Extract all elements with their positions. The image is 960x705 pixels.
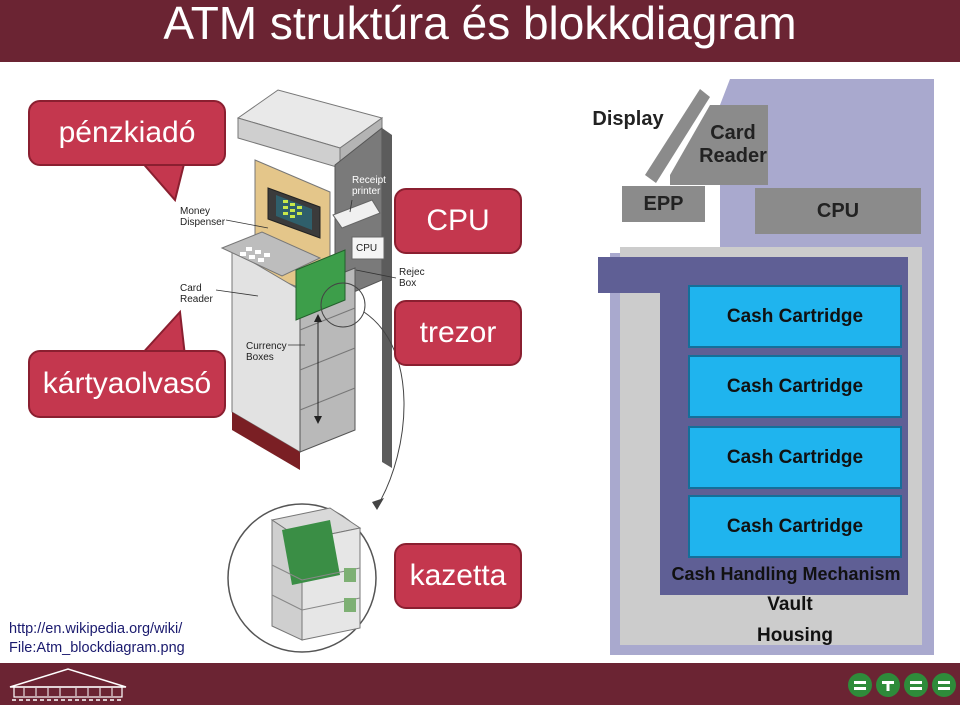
label-currency-boxes-line1: Currency	[246, 341, 287, 352]
callout-tails	[137, 159, 187, 357]
source-url[interactable]: http://en.wikipedia.org/wiki/ File:Atm_b…	[9, 620, 185, 658]
cash-cartridge-4: Cash Cartridge	[688, 495, 902, 558]
page-title: ATM struktúra és blokkdiagram	[163, 0, 797, 49]
atm-illustration	[215, 89, 405, 653]
callout-cpu: CPU	[394, 188, 522, 254]
callout-kartyaolvaso: kártyaolvasó	[28, 350, 226, 418]
block-display: Display	[592, 107, 664, 130]
department-logos	[848, 673, 956, 697]
cash-cartridge-3: Cash Cartridge	[688, 426, 902, 489]
source-url-line2: File:Atm_blockdiagram.png	[9, 640, 185, 656]
label-currency-boxes: Currency Boxes	[246, 341, 287, 363]
block-card-reader-line1: Card	[710, 122, 756, 144]
block-card-reader-line2: Reader	[699, 145, 767, 167]
title-bar	[0, 0, 960, 62]
block-card-reader: Card Reader	[695, 115, 771, 175]
label-receipt-printer-line1: Receipt	[352, 175, 386, 186]
label-money-dispenser: Money Dispenser	[180, 206, 225, 228]
label-card-reader: Card Reader	[180, 283, 213, 305]
label-currency-boxes-line2: Boxes	[246, 352, 274, 363]
footer-bar	[0, 663, 960, 705]
cash-cartridge-1: Cash Cartridge	[688, 285, 902, 348]
block-housing: Housing	[757, 625, 833, 646]
card-reader-block	[670, 105, 768, 185]
label-card-reader-line1: Card	[180, 283, 202, 294]
callout-trezor: trezor	[394, 300, 522, 366]
label-card-reader-line2: Reader	[180, 294, 213, 305]
label-money-dispenser-line2: Dispenser	[180, 217, 226, 228]
callout-penzkiado: pénzkiadó	[28, 100, 226, 166]
label-receipt-printer: Receipt printer	[352, 175, 386, 197]
block-cash-handling-mechanism: Cash Handling Mechanism	[671, 563, 901, 584]
block-cpu: CPU	[755, 188, 921, 234]
block-epp: EPP	[622, 186, 705, 222]
label-reject-box-line1: Rejec	[399, 267, 425, 278]
callout-kazetta: kazetta	[394, 543, 522, 609]
label-money-dispenser-line1: Money	[180, 206, 211, 217]
label-reject-box-line2: Box	[399, 278, 417, 289]
atm-keypad	[220, 231, 322, 277]
university-building-logo	[9, 668, 127, 701]
label-cpu-illustration: CPU	[356, 243, 378, 254]
source-url-line1: http://en.wikipedia.org/wiki/	[9, 621, 183, 637]
label-receipt-printer-line2: printer	[352, 186, 381, 197]
label-reject-box: Rejec Box	[399, 267, 425, 289]
block-vault: Vault	[767, 594, 813, 615]
cash-cartridge-2: Cash Cartridge	[688, 355, 902, 418]
